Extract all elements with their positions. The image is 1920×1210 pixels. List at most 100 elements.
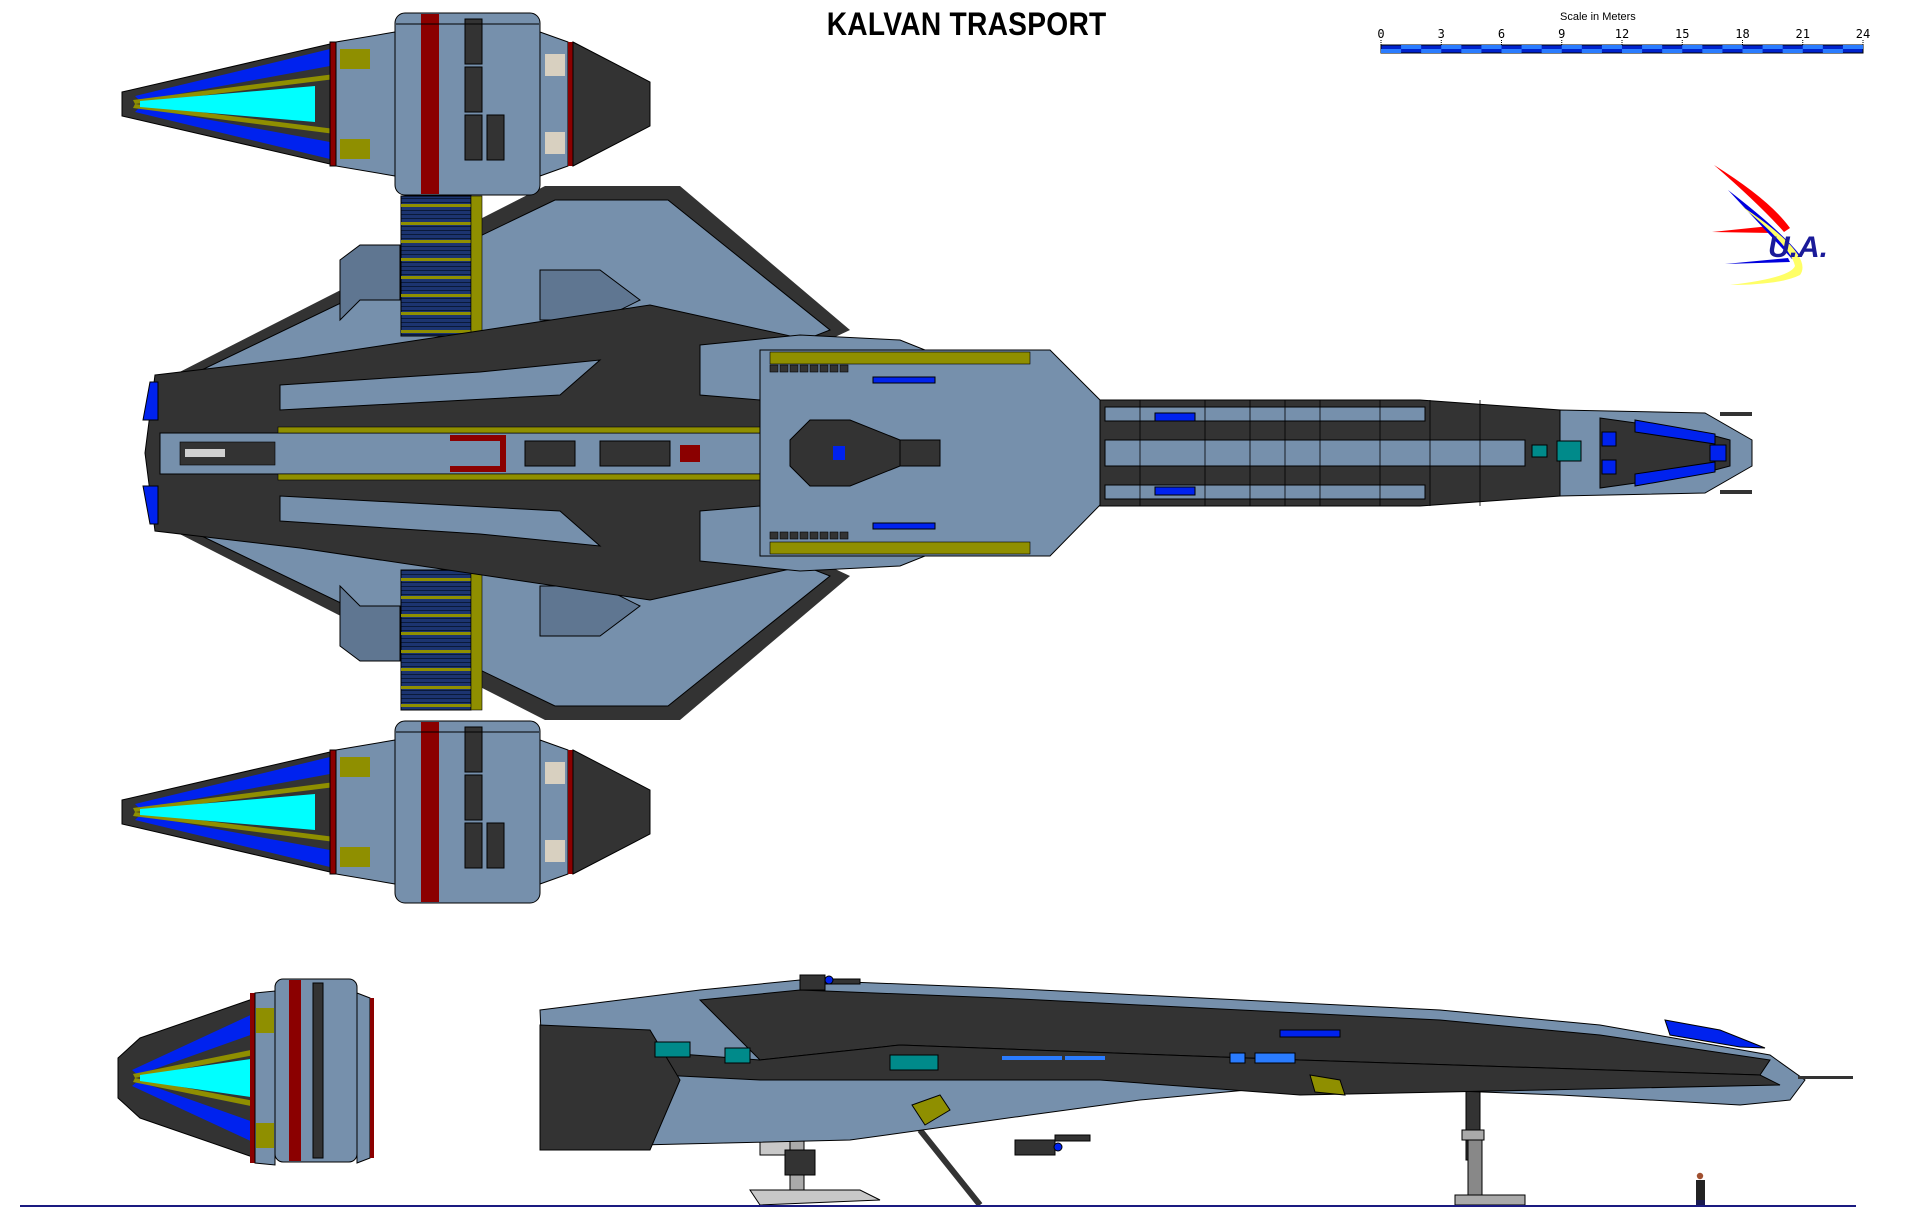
vent — [779, 364, 789, 373]
vent — [769, 364, 779, 373]
ua-logo: U.A. — [1712, 165, 1828, 285]
canopy-lower — [1634, 461, 1716, 487]
scale-check — [1642, 45, 1663, 49]
grille-stripe — [401, 686, 471, 689]
vent — [829, 364, 839, 373]
logo-text: U.A. — [1768, 231, 1828, 264]
scale-check — [1401, 45, 1422, 49]
top-view — [121, 12, 1753, 904]
upper-nacelle — [121, 12, 651, 196]
blue-panel-upper — [872, 376, 936, 384]
scale-check — [1501, 49, 1522, 53]
vent — [809, 364, 819, 373]
grille-stripe — [401, 704, 471, 707]
scale-check — [1802, 45, 1823, 49]
scale-tick-label: 6 — [1497, 27, 1506, 41]
scale-tick-label: 12 — [1614, 27, 1630, 41]
scale-check — [1722, 45, 1743, 49]
red-stripe — [421, 14, 439, 194]
boom-light-upper — [1154, 412, 1196, 422]
vent — [819, 531, 829, 540]
scale-check — [1842, 45, 1863, 49]
engine-glow — [140, 86, 315, 122]
scale-check — [1381, 49, 1402, 53]
scale-tick-label: 21 — [1795, 27, 1810, 41]
vent — [839, 364, 849, 373]
scale-tick-label: 9 — [1558, 27, 1566, 41]
side-teal-3 — [889, 1054, 939, 1071]
vent — [789, 531, 799, 540]
grille-stripe — [401, 240, 471, 243]
vent — [839, 531, 849, 540]
engine-glow — [140, 1058, 258, 1098]
grille-stripe — [401, 650, 471, 653]
scale-check — [1702, 49, 1723, 53]
grille-stripe — [401, 312, 471, 315]
scale-caption: Scale in Meters — [1560, 11, 1636, 23]
vent — [819, 364, 829, 373]
logo-yellow-swoosh — [1730, 205, 1803, 285]
grille-stripe — [401, 276, 471, 279]
blueprint-title: KALVAN TRASPORT — [826, 6, 1107, 42]
scale-check — [1561, 45, 1582, 49]
logo-red-swoosh — [1714, 165, 1790, 232]
rear-thruster-upper — [142, 381, 159, 421]
vent — [779, 531, 789, 540]
scale-check — [1421, 49, 1442, 53]
grille-stripe — [401, 222, 471, 225]
lower-nacelle — [121, 720, 651, 904]
grille-stripe — [401, 294, 471, 297]
scale-bar — [1380, 40, 1864, 54]
scale-check — [1441, 45, 1462, 49]
side-blue-window — [1254, 1052, 1296, 1064]
scale-check — [1662, 49, 1683, 53]
scale-check — [1541, 49, 1562, 53]
blue-panel-lower — [872, 522, 936, 530]
grille-stripe — [401, 632, 471, 635]
side-canopy — [1664, 1019, 1766, 1049]
grille-stripe — [401, 614, 471, 617]
vent — [799, 531, 809, 540]
scale-tick-label: 3 — [1437, 27, 1445, 41]
engine-glow — [140, 794, 315, 830]
vent — [789, 364, 799, 373]
scale-check — [1481, 45, 1502, 49]
scale-check — [1762, 45, 1783, 49]
dorsal-turret — [799, 974, 861, 991]
scale-tick-label: 18 — [1735, 27, 1750, 41]
scale-check — [1521, 45, 1542, 49]
grille-stripe — [401, 258, 471, 261]
rear-thruster-lower — [142, 485, 159, 525]
vent — [769, 531, 779, 540]
vent — [799, 364, 809, 373]
vent — [829, 531, 839, 540]
side-blue-strip-2 — [1065, 1056, 1105, 1060]
logo-blue-stripe — [1725, 258, 1790, 264]
grille-stripe — [401, 330, 471, 333]
side-blue-panel — [1279, 1029, 1341, 1038]
window-teal-2 — [1556, 440, 1582, 462]
front-landing-gear — [1454, 1089, 1526, 1206]
scale-check — [1622, 49, 1643, 53]
side-hatch — [911, 1094, 951, 1126]
scale-tick-label: 24 — [1855, 27, 1871, 41]
grille-stripe — [401, 596, 471, 599]
boom-light-lower — [1154, 486, 1196, 496]
side-nacelle — [117, 978, 374, 1166]
scale-check — [1581, 49, 1602, 53]
red-stripe — [421, 722, 439, 902]
canopy-upper — [1634, 419, 1716, 445]
scale-check — [1601, 45, 1622, 49]
vent — [809, 531, 819, 540]
window-teal-1 — [1531, 444, 1548, 458]
scale-check — [1822, 49, 1843, 53]
side-teal-2 — [724, 1047, 751, 1064]
logo-red-stripe — [1712, 226, 1772, 233]
scale-check — [1682, 45, 1703, 49]
scale-tick-label: 15 — [1675, 27, 1690, 41]
grille-stripe — [401, 578, 471, 581]
ventral-turret — [1014, 1134, 1091, 1156]
scale-check — [1782, 49, 1803, 53]
side-blue-strip-1 — [1002, 1056, 1062, 1060]
